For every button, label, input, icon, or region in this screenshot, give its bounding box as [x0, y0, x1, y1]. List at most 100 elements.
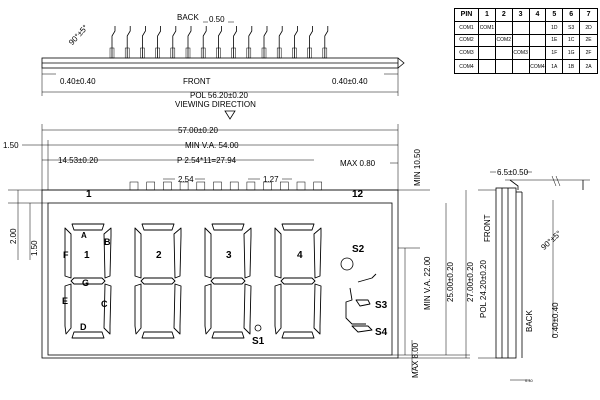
segment-f [134, 227, 142, 279]
top-pin [218, 26, 222, 58]
side-front-label: FRONT [483, 214, 492, 242]
top-back-label: BACK [177, 13, 199, 22]
top-pol-length: POL 56.20±0.20 [190, 91, 248, 100]
segment-g [70, 277, 106, 285]
s4-segment [351, 325, 373, 333]
pin-table-cell: 1F [546, 47, 564, 61]
segment-f [64, 227, 72, 279]
top-pin [126, 26, 131, 58]
pin-table-cell [495, 47, 513, 61]
min-va-width: MIN V.A. 54.00 [185, 141, 239, 150]
pin-table-cell: COM4 [455, 60, 479, 73]
segment-g [140, 277, 176, 285]
pin-table-header: 5 [546, 9, 564, 22]
segment-d [281, 331, 315, 339]
s1-label: S1 [252, 336, 265, 347]
viewing-area [47, 202, 393, 356]
pin-last-label: 12 [352, 189, 364, 200]
main-pin [213, 181, 222, 191]
top-pin [111, 26, 116, 58]
pin-width: 1.27 [263, 175, 279, 184]
main-pin [229, 181, 239, 191]
segment-a [211, 223, 245, 231]
segment-g [280, 277, 316, 285]
main-pin [196, 181, 206, 191]
side-pol-height: POL 24.20±0.20 [479, 260, 488, 318]
main-pin [280, 181, 289, 191]
top-pin [157, 26, 161, 58]
segment-b [313, 227, 322, 279]
main-pin [163, 181, 172, 191]
top-right-offset: 0.40±0.40 [332, 77, 368, 86]
segment-a [141, 223, 175, 231]
top-left-offset: 0.40±0.40 [60, 77, 96, 86]
top-pin [278, 26, 283, 58]
top-pin [309, 26, 313, 58]
segment-b [173, 227, 182, 279]
segment-c [103, 283, 112, 335]
pin-table-header: 7 [580, 9, 597, 22]
pin-table-cell [479, 47, 496, 61]
pin-table-header: 4 [529, 9, 547, 22]
side-offset: 0.40±0.40 [551, 302, 560, 338]
pin-table-cell [512, 21, 530, 35]
pin-table-cell: 1A [546, 60, 564, 73]
pin-table-cell: S3 [563, 21, 581, 35]
main-pins [129, 181, 322, 191]
pin-table-cell [513, 60, 530, 73]
segment-e [204, 283, 212, 335]
pin-table-header: 2 [495, 9, 513, 22]
s3-segment [355, 299, 371, 307]
pin-table-cell: COM3 [455, 47, 479, 61]
first-pin-offset: 14.53±0.20 [58, 156, 99, 165]
segment-e [274, 283, 282, 335]
segment-label-g: G [82, 278, 89, 288]
segment-e [64, 283, 72, 335]
top-front-label: FRONT [183, 77, 211, 86]
min-va-height: MIN V.A. 22.00 [423, 256, 432, 310]
glass-outline [41, 189, 399, 359]
segment-g [210, 277, 246, 285]
pin-table-cell: COM4 [530, 60, 547, 73]
max-right: MAX 0.80 [340, 159, 376, 168]
top-pin [294, 26, 298, 58]
pin-table-cell [529, 34, 547, 48]
top-pin [324, 26, 329, 58]
top-pin [233, 26, 237, 58]
height-inner: 25.00±0.20 [446, 261, 455, 302]
pin-table-header: 3 [512, 9, 530, 22]
pin-table-cell: 1C [563, 34, 581, 48]
pin-table-cell [495, 21, 513, 35]
pin-table-cell: COM2 [495, 34, 513, 48]
segment-label-f: F [63, 250, 69, 260]
pin-table-cell [479, 34, 496, 48]
pin-table-cell: 2D [580, 22, 597, 35]
pin-table-header: PIN [455, 9, 479, 22]
pin-pitch: 2.54 [178, 175, 194, 184]
pin-table-cell [512, 34, 530, 48]
pin-table-cell [496, 60, 513, 73]
digit [64, 223, 112, 339]
pin-first-label: 1 [86, 189, 92, 200]
side-back-label: BACK [525, 310, 534, 332]
top-view: BACK 0.50 90°±5° 0.40±0.40 FRONT 0.40±0.… [41, 13, 405, 100]
top-pins [109, 26, 329, 59]
overall-width: 57.00±0.20 [178, 126, 219, 135]
left-dim-a: 2.00 [9, 228, 18, 244]
segment-c [243, 283, 252, 335]
segment-label-a: A [81, 231, 87, 240]
side-thickness: 6.5±0.50 [497, 168, 529, 177]
pin-table-cell: 2F [580, 47, 597, 61]
digit [204, 223, 252, 339]
digit-4-label: 4 [297, 250, 303, 261]
segment-b [103, 227, 112, 279]
segment-label-d: D [80, 322, 87, 332]
top-pin [202, 26, 207, 58]
segment-f [274, 227, 282, 279]
pin-table-cell: 2A [585, 63, 592, 70]
pin-table-cell: 2E [580, 35, 597, 48]
top-end-cap [397, 57, 405, 69]
segment-d [141, 331, 175, 339]
pin-table-header: 6 [563, 9, 581, 22]
